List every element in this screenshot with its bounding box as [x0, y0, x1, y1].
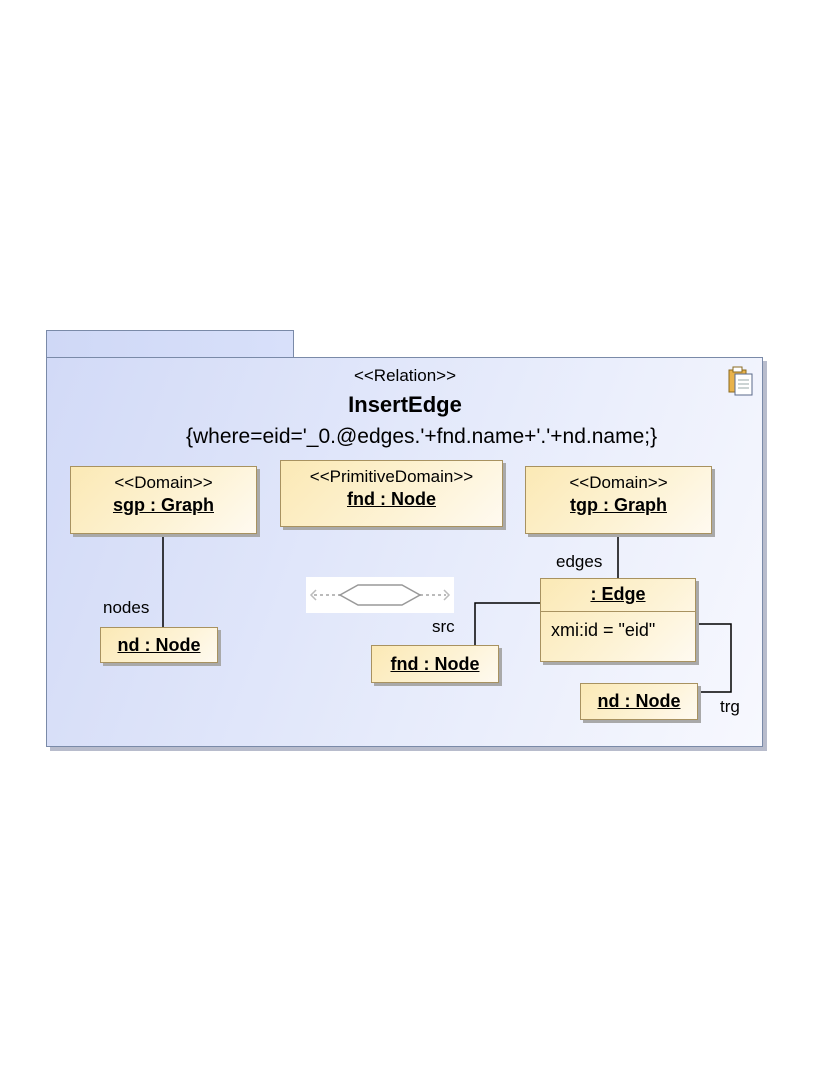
edges-role-label: edges [556, 552, 603, 571]
domain-sgp-graph[interactable]: <<Domain>> sgp : Graph [70, 466, 257, 534]
object-name: fnd : Node [390, 654, 480, 674]
domain-name: fnd : Node [347, 489, 436, 509]
compartment-divider [541, 611, 695, 612]
trg-role-label: trg [720, 697, 740, 716]
domain-name: sgp : Graph [112, 495, 214, 515]
src-role-label: src [432, 617, 455, 636]
relation-stereotype: <<Relation>> [353, 366, 457, 385]
object-name: : Edge [590, 584, 646, 604]
object-nd-node-right[interactable]: nd : Node [580, 683, 698, 720]
primitive-domain-fnd-node[interactable]: <<PrimitiveDomain>> fnd : Node [280, 460, 503, 527]
relation-package-tab [46, 330, 294, 358]
nodes-role-label: nodes [103, 598, 150, 617]
object-name: nd : Node [597, 691, 681, 711]
edge-attribute: xmi:id = "eid" [551, 620, 656, 640]
object-fnd-node[interactable]: fnd : Node [371, 645, 499, 683]
object-name: nd : Node [117, 635, 201, 655]
object-nd-node-left[interactable]: nd : Node [100, 627, 218, 663]
domain-tgp-graph[interactable]: <<Domain>> tgp : Graph [525, 466, 712, 534]
domain-name: tgp : Graph [570, 495, 667, 515]
domain-stereotype: <<Domain>> [114, 473, 213, 492]
relation-where-clause: {where=eid='_0.@edges.'+fnd.name+'.'+nd.… [186, 425, 658, 448]
hexagon-connector-icon[interactable] [306, 577, 454, 613]
relation-name: InsertEdge [348, 392, 462, 417]
domain-stereotype: <<Domain>> [569, 473, 668, 492]
domain-stereotype: <<PrimitiveDomain>> [309, 467, 474, 486]
document-stack-icon [728, 366, 753, 396]
object-edge[interactable]: : Edge xmi:id = "eid" [540, 578, 696, 662]
